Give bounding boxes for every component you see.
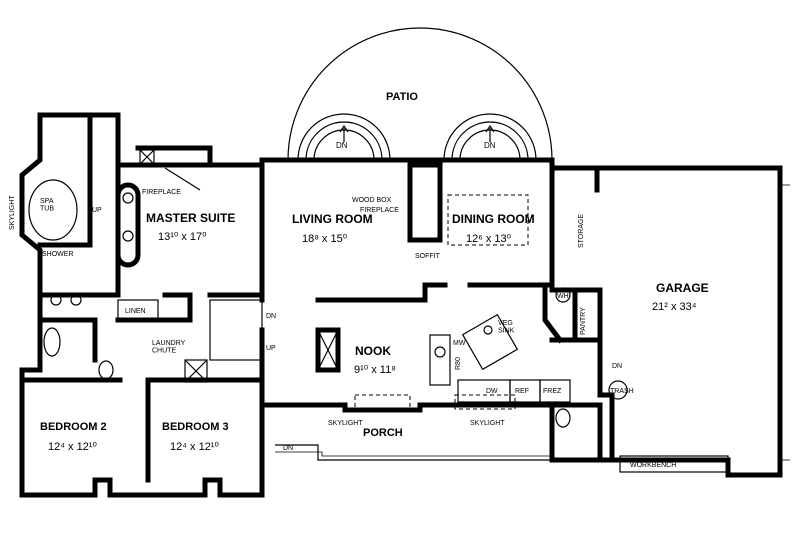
porch-label: PORCH	[363, 427, 403, 439]
nook-label: NOOK	[355, 344, 391, 358]
patio-dn-right: DN	[484, 141, 496, 150]
dining-room-dim: 12⁶ x 13⁰	[466, 233, 512, 245]
shower-label: SHOWER	[42, 251, 74, 258]
wh-label: WH	[557, 293, 569, 300]
master-suite-dim: 13¹⁰ x 17⁰	[158, 231, 207, 243]
ref-label: REF	[515, 388, 529, 395]
stair-dn-label: DN	[266, 313, 276, 320]
spa-up-label: UP	[92, 207, 102, 214]
interior-walls	[19, 112, 603, 483]
stair-up-label: UP	[266, 345, 276, 352]
patio	[287, 27, 553, 161]
trash-label: TRASH	[610, 388, 634, 395]
bedroom-3-dim: 12⁴ x 12¹⁰	[170, 441, 219, 453]
bedroom-3-label: BEDROOM 3	[162, 421, 229, 433]
workbench-label: WORKBENCH	[630, 462, 676, 469]
dw-label: DW	[486, 388, 498, 395]
linen-label: LINEN	[125, 308, 146, 315]
pantry-label: PANTRY	[580, 307, 587, 335]
storage-label: STORAGE	[578, 214, 585, 248]
fireplace-master-label: FIREPLACE	[142, 189, 181, 196]
patio-dn-left: DN	[336, 141, 348, 150]
soffit-label: SOFFIT	[415, 253, 441, 260]
bedroom-2-label: BEDROOM 2	[40, 421, 107, 433]
living-room-dim: 18⁸ x 15⁰	[302, 233, 348, 245]
master-suite-label: MASTER SUITE	[146, 211, 235, 225]
r80-label: R80	[455, 357, 462, 370]
fireplace-living-label: FIREPLACE	[360, 207, 399, 214]
garage-dim: 21² x 33⁴	[652, 301, 697, 313]
porch-dn-label: DN	[283, 445, 293, 452]
living-room-label: LIVING ROOM	[292, 212, 373, 226]
bedroom-2-dim: 12⁴ x 12¹⁰	[48, 441, 97, 453]
dining-room-label: DINING ROOM	[452, 212, 535, 226]
garage-dn-label: DN	[612, 363, 622, 370]
skylight-porch-left-label: SKYLIGHT	[328, 420, 363, 427]
wood-box-label: WOOD BOX	[352, 197, 392, 204]
skylight-porch-right-label: SKYLIGHT	[470, 420, 505, 427]
frez-label: FREZ	[543, 388, 562, 395]
garage-label: GARAGE	[656, 281, 709, 295]
mw-label: MW	[453, 340, 466, 347]
skylight-left-label: SKYLIGHT	[9, 195, 16, 230]
nook-dim: 9¹⁰ x 11⁸	[354, 364, 396, 376]
patio-label: PATIO	[386, 91, 418, 103]
fixtures	[28, 149, 790, 473]
